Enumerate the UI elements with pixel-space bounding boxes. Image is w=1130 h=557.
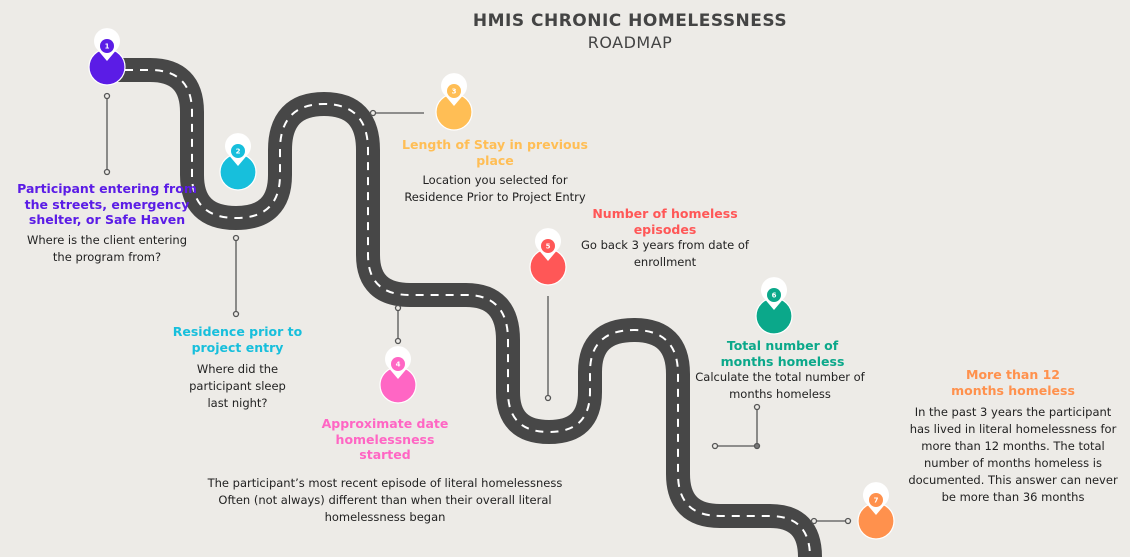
page-title: HMIS CHRONIC HOMELESSNESS ROADMAP xyxy=(380,11,880,52)
title-line1: HMIS CHRONIC HOMELESSNESS xyxy=(472,11,788,31)
map-pin-icon-6: 6 xyxy=(755,277,793,335)
pin-number: 6 xyxy=(772,292,777,300)
step-4-heading: Approximate date homelessness started xyxy=(321,416,449,462)
step-1: Participant entering from the streets, e… xyxy=(12,181,202,266)
pin-number: 4 xyxy=(396,361,401,369)
map-pin-icon-3: 3 xyxy=(435,73,473,131)
pin-number: 3 xyxy=(452,88,457,96)
step-7-heading: More than 12 months homeless xyxy=(951,367,1075,398)
step-1-heading: Participant entering from the streets, e… xyxy=(17,181,197,227)
step-5-description: Go back 3 years from date of enrollment xyxy=(581,238,749,269)
title-line2: ROADMAP xyxy=(587,33,673,52)
step-6-description: Calculate the total number of months hom… xyxy=(695,370,865,401)
step-2: Residence prior to project entry Where d… xyxy=(170,324,305,412)
map-pin-icon-4: 4 xyxy=(379,346,417,404)
step-6: Total number of months homeless Calculat… xyxy=(695,338,870,403)
step-2-description: Where did the participant sleep last nig… xyxy=(189,362,286,410)
pin-number: 5 xyxy=(546,243,551,251)
step-7-description: In the past 3 years the participant has … xyxy=(908,405,1118,504)
step-6-heading: Total number of months homeless xyxy=(720,338,845,369)
step-4-description: The participant’s most recent episode of… xyxy=(207,475,563,524)
step-3-heading: Length of Stay in previous place xyxy=(402,137,588,168)
pin-number: 1 xyxy=(105,43,110,51)
step-5-heading: Number of homeless episodes xyxy=(592,206,738,237)
connectors xyxy=(103,92,852,525)
step-7: More than 12 months homeless In the past… xyxy=(903,367,1123,506)
step-4: Approximate date homelessness started Th… xyxy=(190,416,580,526)
map-pin-icon-7: 7 xyxy=(857,482,895,540)
step-2-heading: Residence prior to project entry xyxy=(172,324,303,355)
road xyxy=(110,58,822,557)
step-3-description: Location you selected for Residence Prio… xyxy=(404,173,586,204)
map-pin-icon-1: 1 xyxy=(88,28,126,86)
step-3: Length of Stay in previous place Locatio… xyxy=(385,137,605,206)
pins: 1 2 3 4 5 6 7 xyxy=(88,28,895,540)
pin-number: 2 xyxy=(236,148,241,156)
map-pin-icon-5: 5 xyxy=(529,228,567,286)
step-5: Number of homeless episodes Go back 3 ye… xyxy=(580,206,750,271)
pin-number: 7 xyxy=(874,497,879,505)
step-1-description: Where is the client entering the program… xyxy=(26,232,187,264)
map-pin-icon-2: 2 xyxy=(219,133,257,191)
